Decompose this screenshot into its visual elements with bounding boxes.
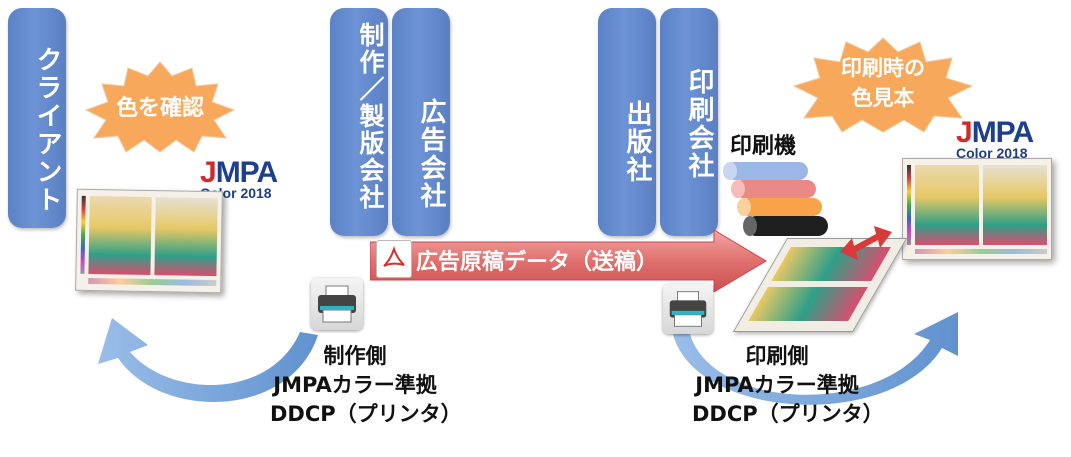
burst-print-sample-line1: 印刷時の — [841, 56, 925, 80]
printer-icon — [311, 278, 363, 330]
column-printer: 印刷会社 — [660, 8, 718, 236]
jmpa-logo-sub: Color 2018 — [956, 145, 1028, 161]
color-proof-photo-left — [75, 188, 223, 294]
printer-icon — [663, 284, 713, 334]
column-client-label: クライアント — [32, 46, 62, 214]
column-production: 制作／製版会社 — [330, 8, 388, 236]
printing-side-title: 印刷側 — [745, 344, 809, 368]
column-agency-label: 広告会社 — [416, 98, 446, 210]
printing-side-label: 印刷側 JMPAカラー準拠 DDCP（プリンタ） — [692, 342, 884, 429]
color-proof-photo-right — [902, 158, 1052, 260]
jmpa-logo-text: MPA — [215, 156, 278, 189]
jmpa-logo-right: JMPA Color 2018 — [956, 116, 1034, 161]
jmpa-logo-left: JMPA Color 2018 — [200, 156, 278, 201]
printing-side-device: DDCP（プリンタ） — [692, 402, 884, 426]
press-rollers-icon — [723, 162, 828, 236]
production-side-title: 制作側 — [323, 344, 387, 368]
column-publisher: 出版社 — [598, 8, 656, 236]
production-side-label: 制作側 JMPAカラー準拠 DDCP（プリンタ） — [270, 342, 462, 429]
printing-side-standard: JMPAカラー準拠 — [695, 373, 859, 397]
data-send-arrow-label: 広告原稿データ（送稿） — [416, 250, 659, 275]
pdf-icon — [376, 240, 412, 278]
data-send-arrow — [370, 230, 767, 292]
press-label: 印刷機 — [730, 134, 797, 159]
column-client: クライアント — [8, 8, 66, 228]
curved-arrow-icon — [672, 312, 958, 405]
column-printer-label: 印刷会社 — [684, 68, 714, 180]
burst-icon — [792, 37, 974, 133]
curved-arrow-icon — [98, 318, 318, 402]
burst-check-color-label: 色を確認 — [115, 96, 204, 121]
production-side-device: DDCP（プリンタ） — [270, 402, 462, 426]
double-arrow-icon — [840, 226, 892, 260]
burst-print-sample-line2: 色見本 — [851, 86, 915, 110]
column-agency: 広告会社 — [392, 8, 450, 236]
production-side-standard: JMPAカラー準拠 — [273, 373, 437, 397]
column-publisher-label: 出版社 — [622, 100, 652, 184]
column-production-label: 制作／製版会社 — [356, 22, 385, 211]
burst-icon — [84, 61, 236, 153]
